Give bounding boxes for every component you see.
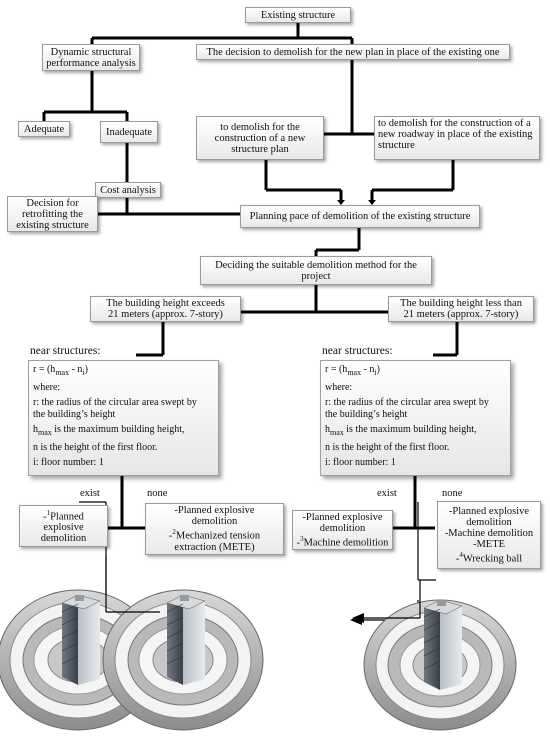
planning-pace-box: Planning pace of demolition of the exist… (240, 205, 480, 228)
dynamic-line2: performance analysis (46, 57, 136, 69)
left-exist-box: -1Planned explosive demolition (19, 505, 108, 547)
right-exist-label: exist (377, 488, 397, 499)
demolish-decision-box: The decision to demolish for the new pla… (196, 44, 510, 60)
adequate-label: Adequate (23, 123, 65, 135)
new-roadway-line2: new roadway in place of the existing (378, 129, 533, 140)
cost-analysis-box: Cost analysis (95, 182, 161, 198)
right-none-box: -Planned explosive demolition -Machine d… (437, 501, 541, 569)
inadequate-box: Inadequate (100, 121, 158, 143)
new-roadway-box: to demolish for the construction of a ne… (374, 116, 540, 160)
right-building-illustration (363, 599, 517, 731)
right-r-equation: r = (hmax - ni) (325, 364, 381, 377)
retrofit-line2: retrofitting the (22, 208, 83, 220)
right-r-definition: r: the radius of the circular area swept… (325, 397, 489, 420)
left-r-equation: r = (hmax - ni) (33, 364, 89, 377)
method-line1: Deciding the suitable demolition method … (215, 259, 417, 271)
less-line1: The building height less than (400, 298, 522, 309)
new-structure-box: to demolish for the construction of a ne… (196, 116, 324, 160)
left-exist-label: exist (80, 488, 100, 499)
right-formula-box: r = (hmax - ni) where: r: the radius of … (320, 360, 511, 476)
right-where: where: (325, 382, 353, 393)
inadequate-label: Inadequate (105, 126, 153, 138)
dynamic-analysis-box: Dynamic structural performance analysis (42, 44, 140, 71)
existing-structure-box: Existing structure (245, 7, 351, 23)
retrofit-line1: Decision for (26, 197, 79, 209)
left-none-box: -Planned explosive demolition -2Mechaniz… (145, 503, 284, 555)
planning-pace-label: Planning pace of demolition of the exist… (249, 211, 471, 222)
right-hmax-definition: hmax is the maximum building height, (325, 424, 477, 437)
height-exceeds-box: The building height exceeds 21 meters (a… (90, 296, 241, 322)
right-none-label: none (442, 488, 463, 499)
left-formula-box: r = (hmax - ni) where: r: the radius of … (28, 360, 219, 476)
left-near-structures-heading: near structures: (30, 345, 101, 357)
retrofit-line3: existing structure (16, 219, 89, 231)
new-roadway-line1: to demolish for the construction of a (378, 118, 531, 129)
method-box: Deciding the suitable demolition method … (200, 256, 432, 285)
adequate-box: Adequate (18, 121, 70, 137)
method-line2: project (301, 270, 331, 282)
left-i-definition: i: floor number: 1 (33, 457, 104, 468)
new-roadway-line3: structure (378, 140, 415, 151)
left-n-definition: n is the height of the first floor. (33, 442, 158, 453)
middle-building-illustration (102, 589, 264, 731)
left-hmax-definition: hmax is the maximum building height, (33, 424, 185, 437)
right-i-definition: i: floor number: 1 (325, 457, 396, 468)
left-where: where: (33, 382, 61, 393)
left-none-label: none (147, 488, 168, 499)
cost-analysis-label: Cost analysis (100, 184, 156, 196)
left-r-definition: r: the radius of the circular area swept… (33, 397, 197, 420)
less-line2: 21 meters (approx. 7-story) (403, 309, 519, 320)
exceeds-line1: The building height exceeds (106, 298, 225, 309)
height-less-box: The building height less than 21 meters … (388, 296, 534, 322)
right-n-definition: n is the height of the first floor. (325, 442, 450, 453)
retrofit-decision-box: Decision for retrofitting the existing s… (7, 196, 98, 232)
right-near-structures-heading: near structures: (322, 345, 393, 357)
new-structure-line1: to demolish for the (220, 121, 300, 133)
new-structure-line3: structure plan (231, 143, 289, 155)
right-exist-box: -Planned explosive demolition -3Machine … (292, 510, 393, 550)
dynamic-line1: Dynamic structural (50, 46, 132, 58)
existing-structure-label: Existing structure (260, 9, 336, 21)
exceeds-line2: 21 meters (approx. 7-story) (108, 309, 223, 320)
new-structure-line2: construction of a new (214, 132, 306, 144)
demolish-decision-label: The decision to demolish for the new pla… (206, 46, 500, 58)
